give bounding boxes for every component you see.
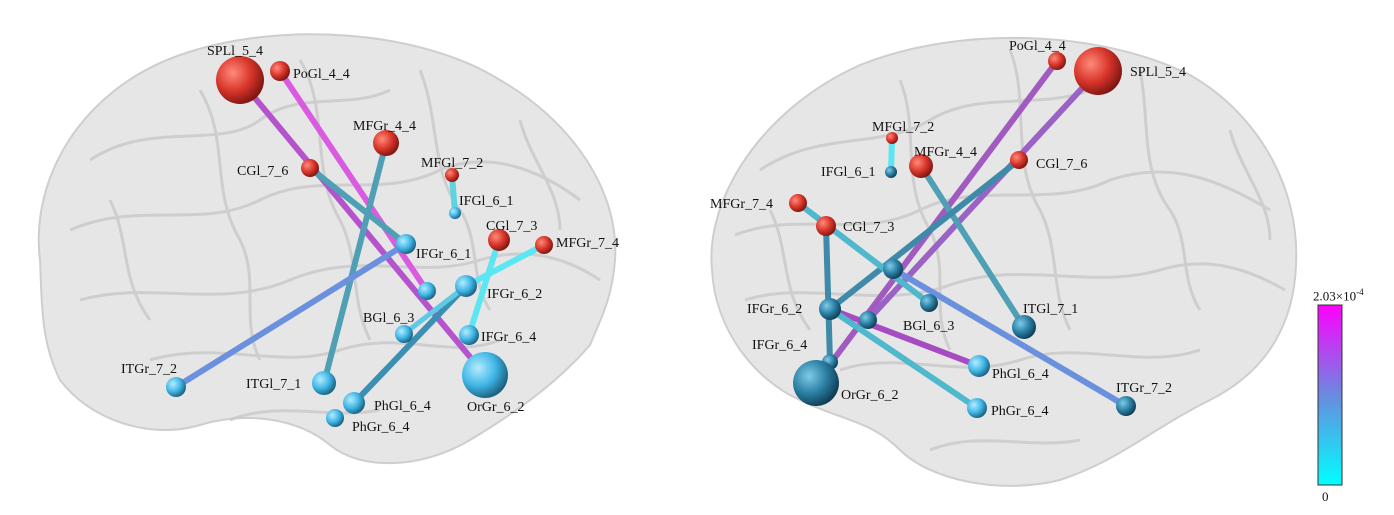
- edge-cgl76-ifgr62: [827, 157, 1022, 312]
- left-brain-gyri: [69, 59, 601, 422]
- left-labels: SPLl_5_4 PoGl_4_4 MFGr_4_4 CGl_7_6 MFGl_…: [121, 44, 619, 435]
- edge-ifgr61-itgr72: [890, 266, 1129, 409]
- right-node-MFGr_4_4: [909, 154, 933, 178]
- right-label-MFGr_7_4: MFGr_7_4: [710, 197, 773, 212]
- left-node-PhGr_6_4: [326, 409, 344, 427]
- left-node-ITGr_7_2: [166, 377, 186, 397]
- left-node-IFGr_6_2: [455, 275, 477, 297]
- right-label-PoGl_4_4: PoGl_4_4: [1009, 39, 1066, 54]
- right-label-ITGl_7_1: ITGl_7_1: [1023, 302, 1078, 317]
- left-label-ITGr_7_2: ITGr_7_2: [121, 362, 177, 377]
- right-node-CGl_7_6: [1010, 151, 1028, 169]
- right-label-PhGr_6_4: PhGr_6_4: [991, 404, 1049, 419]
- colorbar-max-text: 2.03×10: [1313, 288, 1357, 304]
- right-nodes: [789, 47, 1136, 418]
- left-node-MFGl_7_2: [445, 168, 459, 182]
- right-label-CGl_7_6: CGl_7_6: [1036, 157, 1087, 172]
- right-node-SPLl_5_4: [1074, 47, 1122, 95]
- left-label-PhGr_6_4: PhGr_6_4: [352, 420, 410, 435]
- right-node-unlabeled: [859, 311, 877, 329]
- right-labels: PoGl_4_4 SPLl_5_4 MFGl_7_2 IFGl_6_1 MFGr…: [710, 39, 1186, 419]
- left-node-IFGr_6_1: [396, 234, 416, 254]
- left-node-unlabeled: [418, 282, 436, 300]
- right-label-IFGr_6_4: IFGr_6_4: [752, 338, 807, 353]
- left-label-CGl_7_6: CGl_7_6: [237, 164, 288, 179]
- left-node-OrGr_6_2: [462, 352, 508, 398]
- left-edges: [173, 68, 547, 406]
- left-label-ITGl_7_1: ITGl_7_1: [246, 377, 301, 392]
- right-node-BGl_6_3: [920, 294, 938, 312]
- left-label-IFGr_6_4: IFGr_6_4: [481, 330, 536, 345]
- left-brain-view: SPLl_5_4 PoGl_4_4 MFGr_4_4 CGl_7_6 MFGl_…: [37, 33, 619, 465]
- left-node-SPLl_5_4: [216, 56, 264, 104]
- left-node-IFGr_6_4: [459, 325, 479, 345]
- right-label-BGl_6_3: BGl_6_3: [903, 319, 954, 334]
- right-brain-outline: [710, 36, 1298, 487]
- right-node-ITGr_7_2: [1116, 396, 1136, 416]
- left-label-IFGl_6_1: IFGl_6_1: [459, 194, 513, 209]
- left-node-IFGl_6_1: [449, 207, 461, 219]
- right-node-MFGl_7_2: [886, 132, 898, 144]
- left-label-OrGr_6_2: OrGr_6_2: [467, 400, 525, 415]
- left-node-PoGl_4_4: [270, 61, 290, 81]
- right-node-PhGl_6_4: [968, 355, 990, 377]
- colorbar: [1317, 304, 1343, 486]
- right-node-IFGl_6_1: [885, 166, 897, 178]
- left-node-CGl_7_6: [301, 159, 319, 177]
- left-node-PhGl_6_4: [343, 392, 365, 414]
- left-node-MFGr_7_4: [535, 236, 553, 254]
- edge-itgr72-ifgr61: [173, 241, 409, 390]
- edge-mfgr44-itgl71: [321, 140, 389, 386]
- left-label-BGl_6_3: BGl_6_3: [363, 311, 414, 326]
- edge-ifgr62-phgl64: [827, 306, 982, 369]
- right-edges: [795, 58, 1129, 411]
- edge-ifgr62-phgl64: [351, 283, 469, 406]
- right-node-PhGr_6_4: [967, 398, 987, 418]
- right-node-IFGr_6_1: [883, 259, 903, 279]
- right-node-MFGr_7_4: [789, 194, 807, 212]
- right-label-OrGr_6_2: OrGr_6_2: [841, 388, 899, 403]
- left-label-PhGl_6_4: PhGl_6_4: [374, 399, 431, 414]
- right-node-IFGr_6_2: [819, 298, 841, 320]
- right-label-ITGr_7_2: ITGr_7_2: [1116, 381, 1172, 396]
- left-node-ITGl_7_1: [312, 371, 336, 395]
- left-node-MFGr_4_4: [373, 130, 399, 156]
- right-label-MFGr_4_4: MFGr_4_4: [914, 145, 977, 160]
- edge-mfgr44-itgl71: [918, 163, 1027, 330]
- right-brain-view: PoGl_4_4 SPLl_5_4 MFGl_7_2 IFGl_6_1 MFGr…: [710, 36, 1298, 487]
- right-label-SPLl_5_4: SPLl_5_4: [1130, 65, 1186, 80]
- colorbar-max-label: 2.03×10-4: [1313, 287, 1364, 304]
- left-label-MFGl_7_2: MFGl_7_2: [421, 156, 483, 171]
- right-label-CGl_7_3: CGl_7_3: [843, 220, 894, 235]
- left-node-BGl_6_3: [395, 325, 413, 343]
- right-node-PoGl_4_4: [1048, 52, 1066, 70]
- colorbar-gradient: [1317, 304, 1343, 486]
- right-label-PhGl_6_4: PhGl_6_4: [992, 367, 1049, 382]
- edge-cgl76-ifgr61: [307, 165, 409, 247]
- edge-bgl63-ifgr62: [401, 283, 469, 337]
- right-label-MFGl_7_2: MFGl_7_2: [872, 120, 934, 135]
- left-label-IFGr_6_2: IFGr_6_2: [487, 287, 542, 302]
- edge-mfgr74-ifgr62: [463, 242, 547, 289]
- colorbar-max-exponent: -4: [1356, 287, 1364, 297]
- left-label-IFGr_6_1: IFGr_6_1: [416, 247, 471, 262]
- left-label-CGl_7_3: CGl_7_3: [486, 219, 537, 234]
- left-label-PoGl_4_4: PoGl_4_4: [293, 67, 350, 82]
- colorbar-min-label: 0: [1322, 489, 1329, 504]
- left-node-CGl_7_3: [488, 229, 510, 251]
- left-label-MFGr_7_4: MFGr_7_4: [556, 236, 619, 251]
- edge-cgl73-ifgr64: [466, 237, 502, 338]
- left-nodes: [166, 56, 553, 427]
- right-node-ITGl_7_1: [1012, 315, 1036, 339]
- right-node-CGl_7_3: [816, 216, 836, 236]
- right-label-IFGr_6_2: IFGr_6_2: [747, 302, 802, 317]
- edge-pogl-unlabeled: [277, 68, 430, 294]
- edge-cgl73-ifgr64: [823, 223, 833, 365]
- left-label-SPLl_5_4: SPLl_5_4: [207, 44, 263, 59]
- right-label-IFGl_6_1: IFGl_6_1: [821, 165, 875, 180]
- edge-ifgr62-phgr64: [827, 306, 980, 411]
- left-label-MFGr_4_4: MFGr_4_4: [353, 119, 416, 134]
- right-node-OrGr_6_2: [793, 360, 839, 406]
